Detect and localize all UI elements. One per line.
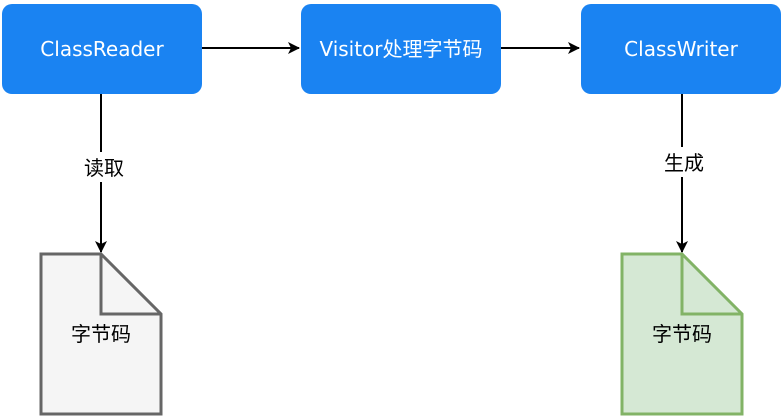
document-label-input-bytecode: 字节码 [71,322,131,346]
node-label-class-reader: ClassReader [40,37,164,61]
generate-label-background [656,147,708,177]
node-class-writer: ClassWriter [581,4,781,94]
document-output-bytecode: 字节码 [620,252,744,416]
document-label-output-bytecode: 字节码 [652,322,712,346]
node-class-reader: ClassReader [2,4,202,94]
edge-label-read: 读取 [84,156,124,180]
document-input-bytecode: 字节码 [39,252,163,416]
edge-label-generate: 生成 [664,151,704,175]
node-label-visitor: Visitor处理字节码 [319,37,482,61]
node-label-class-writer: ClassWriter [624,37,738,61]
node-visitor: Visitor处理字节码 [301,4,501,94]
read-label-background [76,152,128,182]
